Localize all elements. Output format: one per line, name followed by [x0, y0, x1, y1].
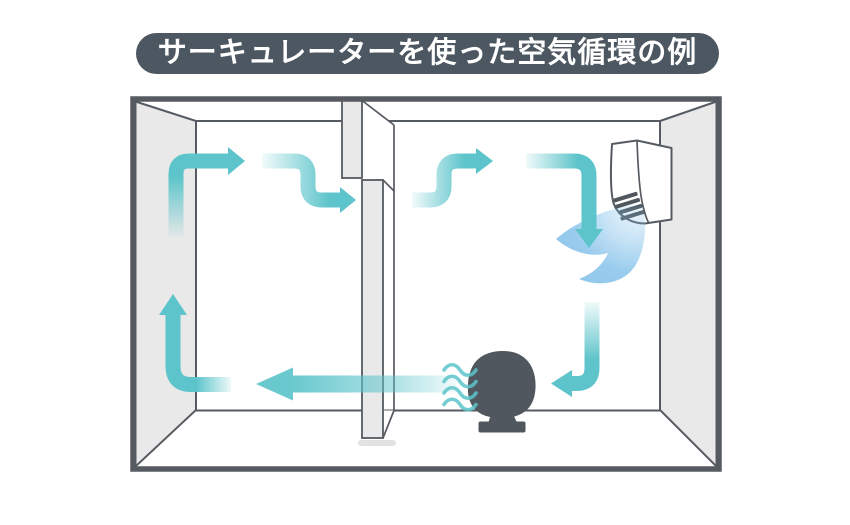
diagram-title: サーキュレーターを使った空気循環の例 [157, 37, 698, 69]
fan-body [467, 350, 536, 419]
partition-shadow [358, 440, 396, 446]
arrow-through-doorway-top [262, 153, 356, 213]
title-banner: サーキュレーターを使った空気循環の例 [136, 33, 719, 74]
airflow-arrows [159, 147, 603, 401]
circulator-fan [467, 350, 536, 433]
arrow-right-room-rise [412, 148, 493, 208]
arrow-left-room-up-over [168, 147, 245, 238]
ac-unit [610, 139, 673, 225]
partition-upper-slab [341, 99, 363, 179]
arrow-down-to-fan [551, 302, 600, 397]
arrow-left-room-up [159, 294, 231, 392]
fan-breeze-waves [442, 362, 478, 412]
partition-wall [341, 99, 396, 446]
room-outer-frame [130, 96, 722, 472]
arrow-fan-to-left-room [256, 367, 456, 401]
partition-lower-slab [361, 179, 384, 439]
arrow-toward-ac-down [526, 153, 603, 248]
ac-air-stream [556, 205, 646, 284]
fan-base [478, 421, 526, 433]
ac-panel-crease [636, 140, 650, 223]
